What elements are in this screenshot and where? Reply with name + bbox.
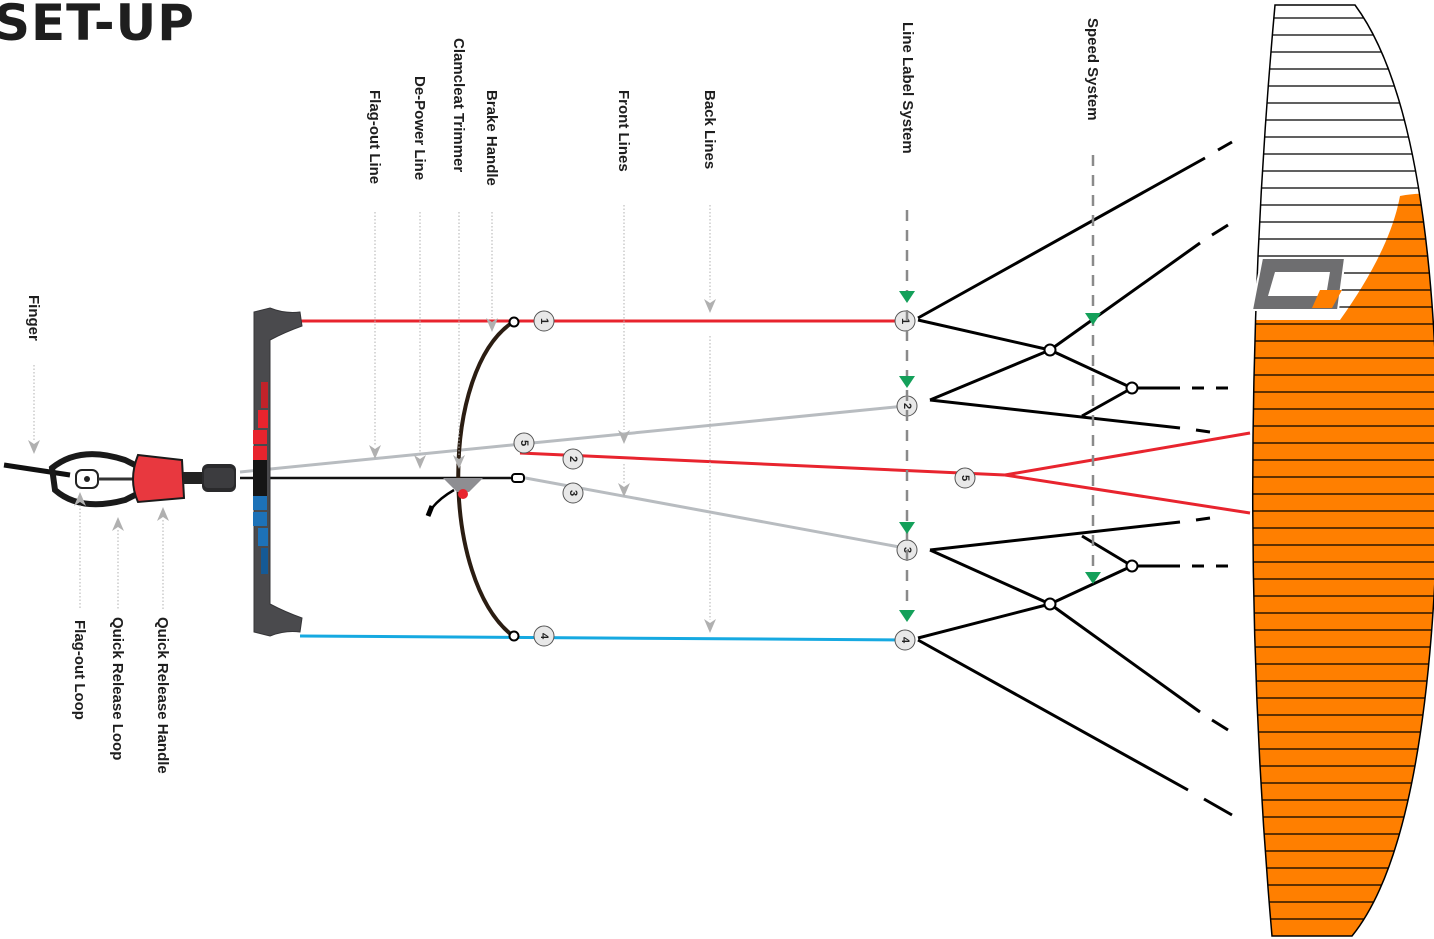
badge-1-kite-end: 1: [894, 310, 916, 332]
pointer-icon: [28, 440, 40, 454]
pointer-icon: [618, 430, 630, 444]
kite-brand-logo: [1250, 257, 1347, 311]
upper-bridle: [917, 140, 1233, 434]
label-line-label-system: Line Label System: [899, 22, 916, 154]
svg-text:5: 5: [959, 475, 971, 481]
label-marker-icon: [899, 522, 915, 534]
label-marker-icon: [899, 610, 915, 622]
svg-text:2: 2: [901, 403, 913, 409]
pointer-icon: [157, 507, 169, 521]
pointer-icon: [704, 299, 716, 313]
label-flagout-line: Flag-out Line: [366, 90, 383, 184]
front-line-2: [239, 404, 906, 474]
pointer-icon: [618, 483, 630, 497]
flagout-bridle: [1004, 431, 1251, 515]
control-bar[interactable]: [253, 307, 303, 637]
label-quick-release-loop: Quick Release Loop: [109, 617, 126, 760]
svg-text:4: 4: [899, 637, 911, 644]
label-front-lines: Front Lines: [615, 90, 632, 172]
quick-release-handle[interactable]: [132, 453, 236, 504]
pointer-icon: [704, 619, 716, 633]
label-marker-icon: [899, 291, 915, 303]
pointer-icon: [486, 318, 498, 332]
page-title: SET-UP: [0, 0, 195, 52]
speed-marker-icon: [1085, 313, 1101, 325]
chicken-loop[interactable]: [3, 451, 148, 508]
label-speed-system: Speed System: [1084, 18, 1101, 121]
badge-4-bar-end: 4: [533, 625, 555, 647]
speed-system-guide: [1085, 155, 1101, 584]
svg-text:5: 5: [518, 440, 530, 446]
badge-1-bar-end: 1: [533, 310, 555, 332]
svg-text:4: 4: [538, 633, 550, 640]
brake-handle: [456, 320, 515, 638]
label-brake-handle: Brake Handle: [483, 90, 500, 186]
badge-4-kite-end: 4: [894, 629, 916, 651]
badge-5-bar-end: 5: [513, 432, 535, 454]
flagout-line-5: [519, 451, 1006, 477]
label-quick-release-handle: Quick Release Handle: [154, 617, 171, 774]
pointer-icon: [74, 492, 86, 506]
label-back-lines: Back Lines: [701, 90, 718, 169]
badge-3-bar-end: 3: [562, 482, 584, 504]
svg-text:1: 1: [538, 318, 550, 324]
label-depower-line: De-Power Line: [411, 76, 428, 180]
label-leaders: [28, 205, 716, 633]
label-marker-icon: [899, 376, 915, 388]
pointer-icon: [112, 517, 124, 531]
label-finger: Finger: [25, 295, 42, 341]
line-number-badges: 1 4 5 2 3 1 2 3: [513, 310, 976, 651]
lower-bridle: [917, 516, 1233, 817]
pointer-icon: [414, 455, 426, 469]
front-line-3: [519, 475, 906, 550]
label-flagout-loop: Flag-out Loop: [71, 620, 88, 720]
label-clamcleat-trimmer: Clamcleat Trimmer: [450, 38, 467, 172]
back-line-4: [299, 634, 906, 642]
badge-2-bar-end: 2: [562, 448, 584, 470]
line-label-system-guide: [899, 210, 915, 622]
svg-text:3: 3: [567, 490, 579, 496]
speed-marker-icon: [1085, 572, 1101, 584]
kite-canopy: [1251, 4, 1434, 937]
pointer-icon: [453, 455, 465, 469]
pointer-icon: [369, 445, 381, 459]
svg-text:1: 1: [899, 318, 911, 324]
svg-text:2: 2: [567, 456, 579, 462]
badge-5-kite-end: 5: [954, 467, 976, 489]
clamcleat-trimmer[interactable]: [425, 478, 483, 517]
